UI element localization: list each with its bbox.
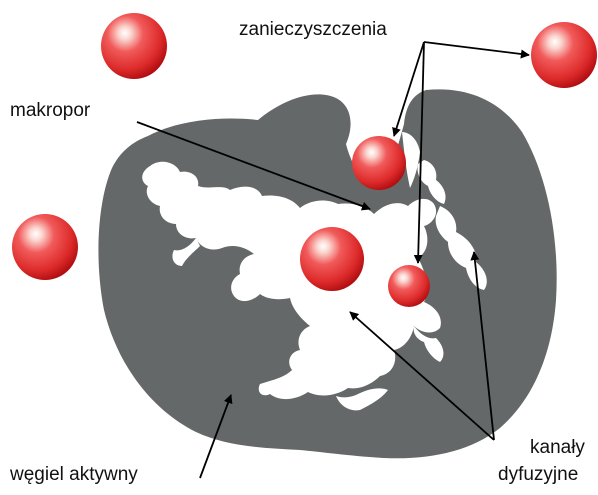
label-contaminants: zanieczyszczenia [239,19,387,40]
contaminant-sphere-icon [101,13,167,79]
label-macropore: makropor [10,100,91,121]
arrow-icon [424,42,529,55]
contaminant-sphere-icon [388,265,430,307]
label-diffusion-channels-1: kanały [530,437,585,458]
label-diffusion-channels-2: dyfuzyjne [498,464,578,485]
label-activated-carbon: węgiel aktywny [9,464,138,485]
contaminant-sphere-icon [531,22,597,88]
contaminant-sphere-icon [300,227,364,291]
contaminant-sphere-icon [12,214,78,280]
contaminant-sphere-icon [352,136,406,190]
